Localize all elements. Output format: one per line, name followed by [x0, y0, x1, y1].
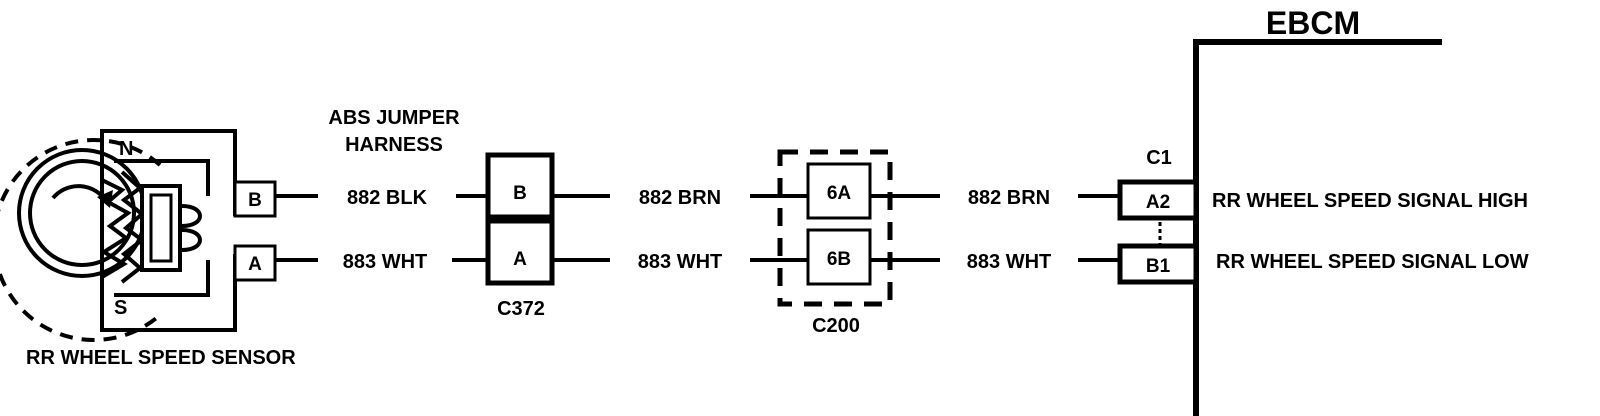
- wire-label-882-blk: 882 BLK: [347, 187, 428, 209]
- wires: [275, 194, 1120, 262]
- ebcm-pin-a2-label: A2: [1146, 192, 1170, 213]
- signal-high-label: RR WHEEL SPEED SIGNAL HIGH: [1212, 190, 1528, 212]
- wire-label-882-brn-2: 882 BRN: [968, 187, 1050, 209]
- sensor-housing: [100, 129, 237, 332]
- c200-pin-6b-box: [806, 228, 872, 286]
- c200-pin-6a-box: [806, 162, 872, 220]
- pole-south-label: S: [114, 297, 127, 319]
- sensor-terminal-a-box: [233, 244, 277, 282]
- ebcm-pin-b1-label: B1: [1146, 256, 1171, 277]
- tone-ring-inner: [28, 159, 136, 267]
- connector-c372: B A C372: [485, 152, 555, 320]
- signal-low-label: RR WHEEL SPEED SIGNAL LOW: [1216, 251, 1529, 273]
- sensor-terminal-b-box: [233, 180, 277, 218]
- pole-north-label: N: [119, 138, 133, 160]
- wire-label-882-brn-1: 882 BRN: [639, 187, 721, 209]
- sensor-rotation-dashed-arc: [0, 138, 162, 342]
- magnetic-flux-zigzag-left: [100, 178, 132, 279]
- c200-dashed-outline: [777, 149, 893, 307]
- sensor-coil-core-inner: [149, 193, 173, 263]
- connector-c200: 6A 6B C200: [777, 149, 893, 337]
- coil-winding-1: [181, 204, 202, 228]
- ebcm-outline: [1193, 39, 1442, 416]
- coil-winding-2: [181, 228, 202, 252]
- pole-piece-north: [114, 159, 210, 196]
- c372-pin-b-label: B: [513, 183, 527, 204]
- pole-piece-south: [114, 260, 210, 297]
- ebcm-title: EBCM: [1266, 5, 1360, 41]
- c372-pin-a-box: [485, 218, 555, 286]
- sensor-name-label: RR WHEEL SPEED SENSOR: [26, 347, 296, 369]
- ebcm-connector-c1-label: C1: [1146, 147, 1172, 169]
- sensor-coil-core: [140, 184, 182, 272]
- c372-name-label: C372: [497, 298, 545, 320]
- ebcm-module: EBCM C1 A2 B1 RR WHEEL SPEED SIGNAL HIGH…: [1117, 5, 1529, 416]
- wheel-speed-sensor: N S B A RR WHEEL SPEED SENSOR: [0, 129, 296, 369]
- c200-pin-6b-label: 6B: [827, 249, 851, 270]
- ebcm-pin-b1-box: [1117, 243, 1199, 285]
- harness-label-line2: HARNESS: [345, 134, 443, 156]
- ebcm-pin-a2-box: [1117, 179, 1199, 221]
- sensor-terminal-a-label: A: [248, 254, 262, 275]
- wire-label-883-wht-2: 883 WHT: [638, 251, 722, 273]
- wire-label-883-wht-3: 883 WHT: [967, 251, 1051, 273]
- c372-pin-b-box: [485, 152, 555, 220]
- wire-label-883-wht-1: 883 WHT: [343, 251, 427, 273]
- c372-pin-a-label: A: [513, 249, 527, 270]
- sensor-terminal-b-label: B: [248, 190, 262, 211]
- magnetic-flux-zigzag-right: [120, 170, 146, 284]
- c200-name-label: C200: [812, 315, 860, 337]
- c200-pin-6a-label: 6A: [827, 183, 852, 204]
- rotation-arrow-icon: [51, 184, 108, 203]
- harness-label-line1: ABS JUMPER: [328, 107, 460, 129]
